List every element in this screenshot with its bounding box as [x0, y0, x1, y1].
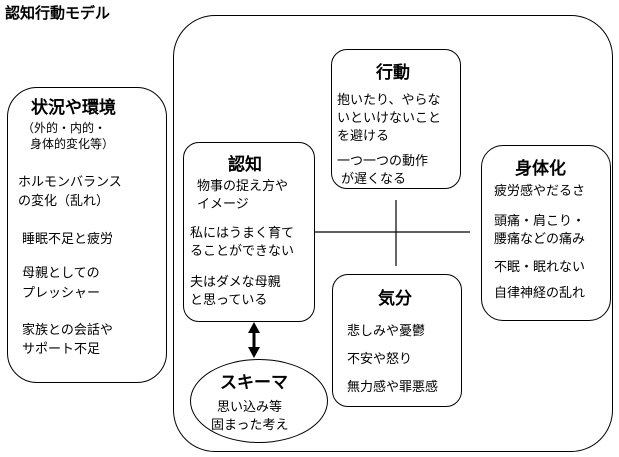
- behavior-heading: 行動: [376, 63, 410, 83]
- situation-item-1-line-2: の変化（乱れ）: [18, 194, 110, 209]
- cognition-item-2-line-1: 私にはうまく育て: [190, 226, 295, 241]
- schema-heading: スキーマ: [220, 373, 288, 393]
- behavior-item-1-line-2: いといけないこと: [337, 111, 442, 126]
- body-item-1: 疲労感やだるさ: [494, 184, 586, 199]
- mood-item-1: 悲しみや憂鬱: [347, 324, 426, 339]
- body-item-2-line-2: 腰痛などの痛み: [494, 232, 586, 247]
- cognition-item-3-line-1: 夫はダメな母親: [190, 275, 281, 290]
- behavior-item-2-line-2: が遅くなる: [341, 172, 407, 187]
- cognition-heading: 認知: [228, 155, 262, 175]
- behavior-item-2-line-1: 一つ一つの動作: [337, 154, 429, 169]
- schema-ellipse: スキーマ 思い込み等 固まった考え: [190, 359, 328, 443]
- mood-item-2: 不安や怒り: [347, 352, 413, 367]
- cognition-item-1-line-2: イメージ: [197, 197, 249, 212]
- mood-item-3: 無力感や罪悪感: [347, 380, 439, 395]
- cognition-item-1-line-1: 物事の捉え方や: [197, 179, 289, 194]
- schema-item-line-2: 固まった考え: [211, 418, 289, 433]
- body-item-3: 不眠・眠れない: [494, 260, 586, 275]
- cognition-box: 認知 物事の捉え方や イメージ 私にはうまく育て ることができない 夫はダメな母…: [183, 142, 315, 322]
- body-heading: 身体化: [515, 159, 566, 179]
- diagram-title: 認知行動モデル: [5, 4, 111, 22]
- mood-heading: 気分: [378, 289, 412, 309]
- situation-item-1-line-1: ホルモンバランス: [18, 175, 122, 190]
- schema-item-line-1: 思い込み等: [217, 400, 283, 415]
- body-item-2-line-1: 頭痛・肩こり・: [494, 214, 586, 229]
- double-arrow-icon: [248, 322, 260, 358]
- body-box: 身体化 疲労感やだるさ 頭痛・肩こり・ 腰痛などの痛み 不眠・眠れない 自律神経…: [481, 145, 611, 321]
- situation-heading: 状況や環境: [31, 98, 116, 118]
- situation-sub-2: 身体的変化等）: [30, 137, 115, 151]
- situation-item-3-line-2: プレッシャー: [22, 286, 101, 301]
- body-item-4: 自律神経の乱れ: [494, 286, 586, 301]
- situation-box: 状況や環境 （外的・内的・ 身体的変化等） ホルモンバランス の変化（乱れ） 睡…: [7, 87, 167, 383]
- behavior-box: 行動 抱いたり、やらな いといけないこと を避ける 一つ一つの動作 が遅くなる: [331, 49, 461, 189]
- mood-box: 気分 悲しみや憂鬱 不安や怒り 無力感や罪悪感: [332, 274, 462, 407]
- behavior-item-1-line-3: を避ける: [337, 129, 390, 144]
- situation-item-4-line-2: サポート不足: [22, 342, 101, 357]
- situation-item-3-line-1: 母親としての: [22, 266, 100, 281]
- cognition-item-2-line-2: ることができない: [190, 244, 295, 259]
- cognition-item-3-line-2: と思っている: [190, 293, 268, 308]
- behavior-item-1-line-1: 抱いたり、やらな: [337, 93, 441, 108]
- situation-item-2: 睡眠不足と疲労: [22, 232, 114, 247]
- situation-item-4-line-1: 家族との会話や: [22, 323, 113, 338]
- situation-sub-1: （外的・内的・: [22, 121, 107, 135]
